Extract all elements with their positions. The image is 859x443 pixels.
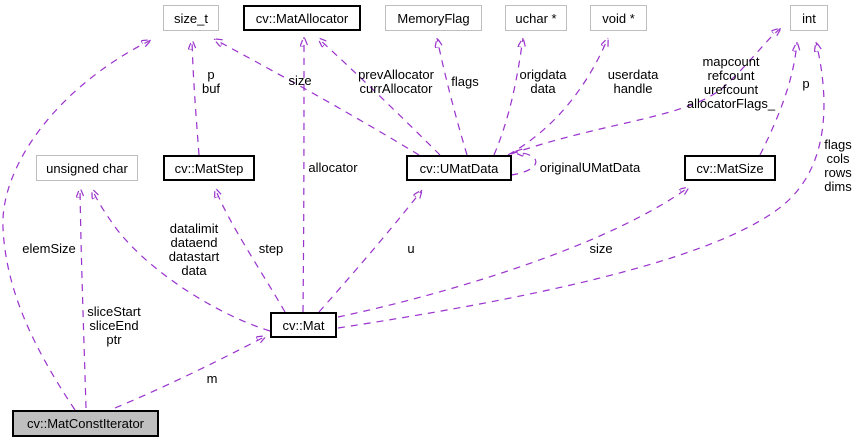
class-node-label: MemoryFlag [397,10,470,26]
edge-userdata-handle [507,38,608,156]
class-node-cv-mat[interactable]: cv::Mat [270,312,337,338]
edge-label-origdata-data: origdata data [519,67,567,96]
class-node-cv-matsize[interactable]: cv::MatSize [684,155,776,181]
class-node-cv-matconstiterator: cv::MatConstIterator [12,410,159,437]
class-node-int: int [790,5,828,31]
class-node-void-ptr: void * [590,5,647,31]
edge-label-elemsize: elemSize [22,241,76,256]
edge-slicestart-sliceend-ptr [80,188,86,409]
class-node-label: cv::UMatData [419,160,499,176]
edge-u [318,190,422,313]
class-node-cv-matallocator[interactable]: cv::MatAllocator [243,5,361,31]
edge-step [215,188,286,313]
edge-label-mapcount: mapcount refcount urefcount allocatorFla… [686,54,776,111]
class-node-label: cv::MatConstIterator [26,416,145,431]
class-node-label: cv::Mat [282,317,325,333]
edge-originalumatdata-selfloop [511,152,537,176]
class-node-label: cv::MatSize [696,160,764,176]
class-node-label: uchar * [515,10,557,26]
edge-flags-cols-rows-dims [337,42,824,329]
edge-label-prevallocator: prevAllocator currAllocator [358,67,434,96]
class-node-cv-matstep[interactable]: cv::MatStep [163,155,255,181]
edge-label-flags-cols-rows-dims: flags cols rows dims [824,137,852,194]
class-node-unsigned-char: unsigned char [36,155,138,181]
edge-p-matsize-to-int [759,42,797,156]
class-node-uchar-ptr: uchar * [505,5,567,31]
edge-label-flags-memoryflag: flags [451,74,479,89]
edge-label-step: step [258,241,284,256]
edge-elemsize [2,40,151,411]
class-node-label: unsigned char [46,160,128,176]
edge-mapcount-refcount-urefcount-allocatorflags [510,28,781,155]
edge-label-originalumatdata: originalUMatData [539,160,641,175]
edge-label-size-bottom: size [589,241,613,256]
edge-size-umatdata-to-size-t [214,39,420,156]
class-node-label: cv::MatAllocator [255,10,349,26]
edge-label-p-int: p [802,76,810,91]
edge-label-datalimit: datalimit dataend datastart data [168,221,220,278]
edge-label-u: u [407,241,415,256]
edge-datalimit-dataend-datastart-data [92,189,271,332]
edge-origdata-data [493,38,523,156]
class-node-label: int [802,10,816,26]
class-node-label: size_t [174,10,208,26]
edge-flags-to-memoryflag [437,38,468,156]
edge-label-p-buf: p buf [201,67,221,96]
class-node-label: cv::MatStep [174,160,244,176]
class-node-memoryflag: MemoryFlag [385,5,482,31]
edge-p-buf [192,40,199,156]
edge-label-allocator: allocator [308,160,358,175]
edge-label-slicestart: sliceStart sliceEnd ptr [87,304,141,347]
edge-prevallocator-currallocator [318,38,441,156]
edge-label-m: m [206,371,218,386]
edge-label-userdata-handle: userdata handle [607,67,659,96]
edge-size-mat-to-matsize [337,187,689,318]
class-node-cv-umatdata[interactable]: cv::UMatData [406,155,512,181]
edge-label-size-top: size [288,73,312,88]
class-node-size-t: size_t [163,5,219,31]
class-node-label: void * [602,10,635,26]
